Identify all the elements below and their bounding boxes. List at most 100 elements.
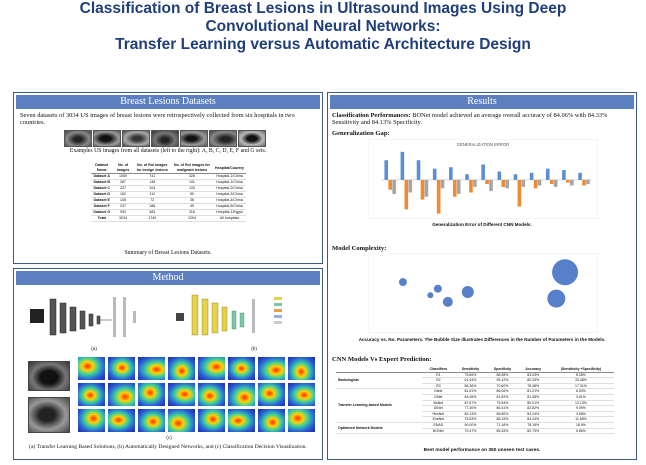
heatmap-cell: [288, 383, 315, 406]
us-image-c: [122, 130, 150, 147]
table-cell: 133: [170, 185, 214, 192]
expert-label: CNN Models Vs Expert Prediction:: [332, 356, 432, 363]
table-cell: 88.15%: [486, 416, 519, 423]
heatmap-cell: [168, 383, 195, 406]
bar: [549, 179, 554, 185]
table-header-cell: Dataset Name: [91, 163, 113, 174]
bar: [521, 179, 526, 187]
table-cell: 70.60%: [486, 383, 519, 390]
bar: [570, 179, 574, 186]
chart-title: GENERALIZATION ERROR: [457, 142, 510, 147]
method-caption: (a) Transfer Learning Based Solutions, (…: [29, 444, 307, 450]
table-cell: 71.16%: [486, 422, 519, 429]
datasets-table: Dataset Name No. of Images No. of RoI im…: [91, 163, 246, 222]
title-line-2: Convolutional Neural Networks:: [205, 18, 441, 35]
table-cell: 82.82%: [518, 405, 548, 412]
output-layer: [133, 311, 136, 323]
table-cell: 84.24%: [518, 416, 548, 423]
table-cell: 3.68%: [547, 411, 614, 418]
us-image-strip: [64, 130, 274, 147]
table-header-cell: Classifiers: [422, 367, 455, 373]
table-cell: 108: [112, 197, 134, 204]
table-cell: R1: [422, 372, 455, 379]
results-panel: Results Classification Performances: BON…: [327, 92, 637, 460]
table-cell: ResNet: [422, 411, 455, 418]
bar: [562, 170, 566, 180]
bar: [586, 179, 590, 185]
expert-caption: Best model performance on 350 unseen tes…: [423, 448, 541, 453]
heatmap-cell: [138, 357, 165, 380]
us-image-d: [151, 130, 179, 147]
results-header: Results: [330, 95, 634, 109]
fc-layer: [113, 297, 116, 337]
bar: [578, 172, 582, 180]
title-line-1: Classification of Breast Lesions in Ultr…: [79, 0, 567, 17]
bar: [408, 179, 413, 193]
heatmap-cell: [198, 357, 225, 380]
bubble: [552, 259, 579, 286]
input-image: [176, 313, 184, 321]
table-cell: Total: [91, 215, 113, 222]
method-header: Method: [16, 271, 320, 285]
table-cell: 72: [133, 197, 171, 204]
conv-block: [69, 306, 77, 332]
table-cell: 86.06%: [486, 388, 519, 395]
expert-comparison-table: Classifiers Sensitivity Specificity Accu…: [336, 367, 614, 435]
table-cell: 112: [133, 191, 171, 198]
table-cell: 81.52%: [486, 394, 519, 401]
table-cell: 81.21%: [518, 388, 548, 395]
heatmap-cell: [288, 357, 315, 380]
bar: [400, 151, 405, 180]
heatmap-cell: [168, 409, 195, 432]
table-cell: 86.80%: [486, 411, 519, 418]
table-cell: 328: [170, 173, 214, 180]
table-cell: EnsNet: [422, 416, 455, 423]
table-cell: 84.24%: [518, 411, 548, 418]
heatmap-cell: [168, 357, 195, 380]
table-cell: 1069: [112, 173, 134, 180]
bar: [537, 179, 542, 186]
heatmap-cell: [228, 357, 255, 380]
table-cell: 141: [170, 179, 214, 186]
table-cell: 80.33%: [518, 377, 548, 384]
table-cell: 1294: [170, 215, 214, 222]
table-cell: 17.31%: [547, 383, 614, 390]
heatmap-cell: [78, 357, 105, 380]
us-image-f: [209, 130, 237, 147]
bar: [424, 179, 429, 197]
bubble: [461, 286, 474, 298]
images-caption: Examples US images from all datasets (le…: [69, 148, 267, 154]
table-cell: All hospitals: [213, 215, 246, 222]
expert-table-header: Classifiers Sensitivity Specificity Accu…: [336, 367, 614, 373]
conv-block: [88, 313, 94, 327]
table-cell: Hospital-4/China: [213, 197, 246, 204]
nas-block: [211, 302, 219, 334]
bar: [469, 179, 473, 193]
table-cell: 36: [170, 197, 214, 204]
decision-visualization: [28, 357, 318, 437]
bar: [449, 167, 453, 180]
table-header-cell: Specificity: [486, 367, 519, 373]
table-cell: 82.79%: [518, 428, 548, 435]
bar: [436, 179, 441, 214]
conv-block: [96, 315, 101, 325]
model-complexity-bubble-chart: [368, 253, 598, 333]
table-cell: Dataset G: [91, 209, 113, 216]
group-label: Optimized Network Models: [336, 422, 423, 435]
automatic-architecture-diagram: [176, 294, 282, 336]
heatmap-cell: [78, 409, 105, 432]
table-cell: Dataset E: [91, 197, 113, 204]
table-cell: 86.36%: [454, 383, 487, 390]
transfer-learning-diagram: [30, 297, 136, 337]
